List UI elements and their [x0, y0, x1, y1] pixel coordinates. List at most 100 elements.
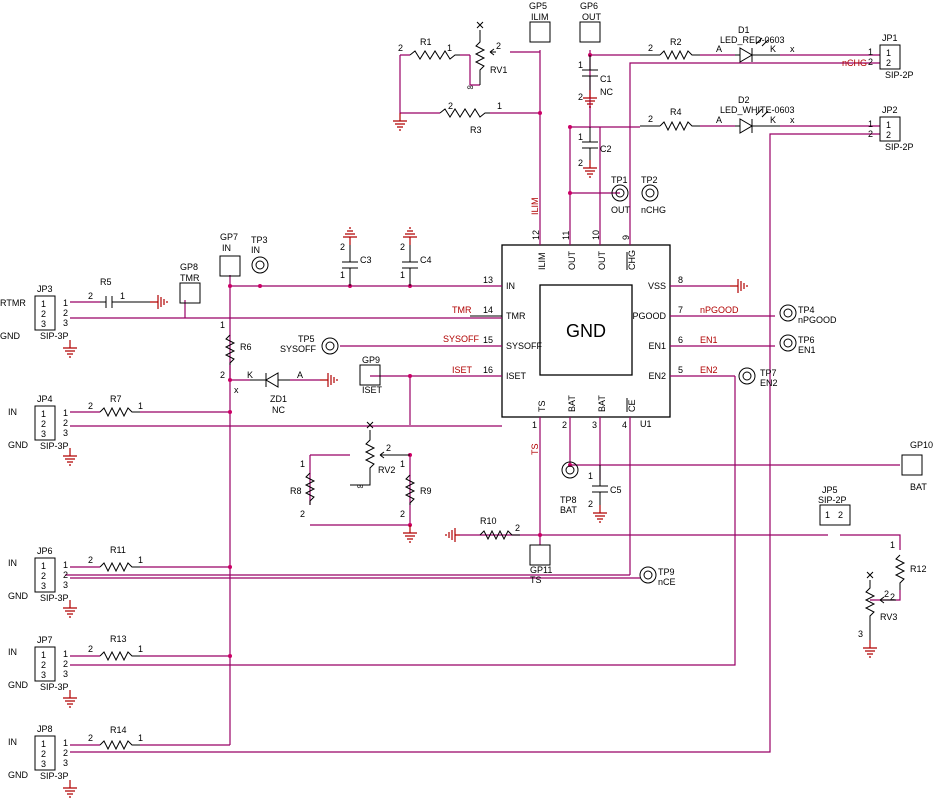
jumper-ref: JP5	[822, 485, 838, 495]
svg-text:15: 15	[483, 335, 493, 345]
svg-text:R2: R2	[670, 37, 682, 47]
resistor-r12[interactable]: R12 12	[890, 540, 927, 602]
test-point-ref: TP8	[560, 495, 577, 505]
svg-text:2: 2	[63, 659, 68, 669]
svg-text:3: 3	[63, 580, 68, 590]
svg-text:2: 2	[890, 592, 895, 602]
test-point-net: nCE	[658, 577, 676, 587]
svg-text:nPGOOD: nPGOOD	[700, 305, 739, 315]
svg-text:1: 1	[886, 48, 891, 58]
test-point-ref: TP5	[298, 334, 315, 344]
svg-text:A: A	[716, 115, 722, 125]
svg-text:ZD1: ZD1	[270, 394, 287, 404]
ground-icon	[63, 600, 77, 618]
svg-text:1: 1	[120, 291, 125, 301]
svg-text:BAT: BAT	[567, 395, 577, 412]
test-point-net: OUT	[611, 205, 631, 215]
jumper-ref: JP3	[37, 284, 53, 294]
potentiometer-rv3[interactable]: RV3 2 3	[858, 571, 897, 640]
svg-text:A: A	[297, 370, 303, 380]
svg-text:RV2: RV2	[378, 465, 395, 475]
capacitor-c3[interactable]: C3 21	[340, 242, 372, 286]
ic-u1[interactable]: GND U1 IN TMR SYSOFF ISET 13 14 15 16 VS…	[470, 225, 700, 437]
zener-zd1[interactable]: ZD1 NC K A x	[234, 370, 303, 415]
capacitor-c2[interactable]: C2 12	[578, 127, 612, 168]
svg-text:5: 5	[678, 365, 683, 375]
svg-text:D2: D2	[738, 95, 750, 105]
ground-icon	[593, 505, 607, 523]
ground-icon	[63, 448, 77, 466]
ic-ref: U1	[640, 419, 652, 429]
resistor-r10[interactable]: R10 2	[479, 516, 520, 541]
net-labels: ILIM TMR SYSOFF ISET nPGOOD EN1 EN2 TS n…	[443, 58, 867, 455]
gp-ref: GP11	[530, 565, 552, 575]
resistor-r6[interactable]: R6 12	[220, 320, 252, 380]
gp-ref: GP5	[529, 1, 547, 11]
led-d1[interactable]: D1 LED_RED-0603 A K x	[716, 25, 795, 63]
svg-text:K: K	[770, 44, 776, 54]
svg-text:NC: NC	[600, 87, 613, 97]
svg-text:C2: C2	[600, 144, 612, 154]
gp-ref: GP6	[580, 1, 598, 11]
capacitor-c5[interactable]: C5 12	[588, 465, 622, 509]
svg-text:A: A	[716, 44, 722, 54]
capacitor-c4[interactable]: C4 21	[400, 242, 432, 286]
potentiometer-rv2[interactable]: RV2 ∞ 2	[350, 421, 410, 491]
svg-text:TMR: TMR	[506, 311, 526, 321]
resistor-r9[interactable]: R9 12	[400, 459, 432, 519]
svg-text:EN2: EN2	[700, 365, 718, 375]
svg-text:2: 2	[41, 660, 46, 670]
svg-text:LED_RED-0603: LED_RED-0603	[720, 35, 785, 45]
svg-text:C1: C1	[600, 74, 612, 84]
ground-icon	[583, 160, 597, 178]
svg-text:K: K	[770, 115, 776, 125]
svg-text:2: 2	[63, 418, 68, 428]
potentiometer-rv1[interactable]: RV1 ∞ 2	[467, 21, 507, 92]
resistor-r8[interactable]: R8 12	[290, 459, 316, 519]
svg-text:D1: D1	[738, 25, 750, 35]
svg-text:1: 1	[63, 649, 68, 659]
resistor-r4[interactable]: R4 2	[640, 107, 700, 132]
led-d2[interactable]: D2 LED_WHITE-0603 A K x	[716, 95, 795, 134]
capacitor-c1[interactable]: C1 NC 12	[578, 55, 613, 102]
svg-text:3: 3	[63, 758, 68, 768]
gp-net: ILIM	[531, 12, 549, 22]
resistor-r2[interactable]: R2 2	[640, 37, 700, 61]
svg-text:R14: R14	[110, 725, 127, 735]
svg-text:C5: C5	[610, 485, 622, 495]
svg-text:2: 2	[562, 420, 567, 430]
ground-icon	[393, 113, 407, 131]
side-labels: RTMR GND IN GND IN GND IN GND IN GND	[0, 298, 29, 780]
